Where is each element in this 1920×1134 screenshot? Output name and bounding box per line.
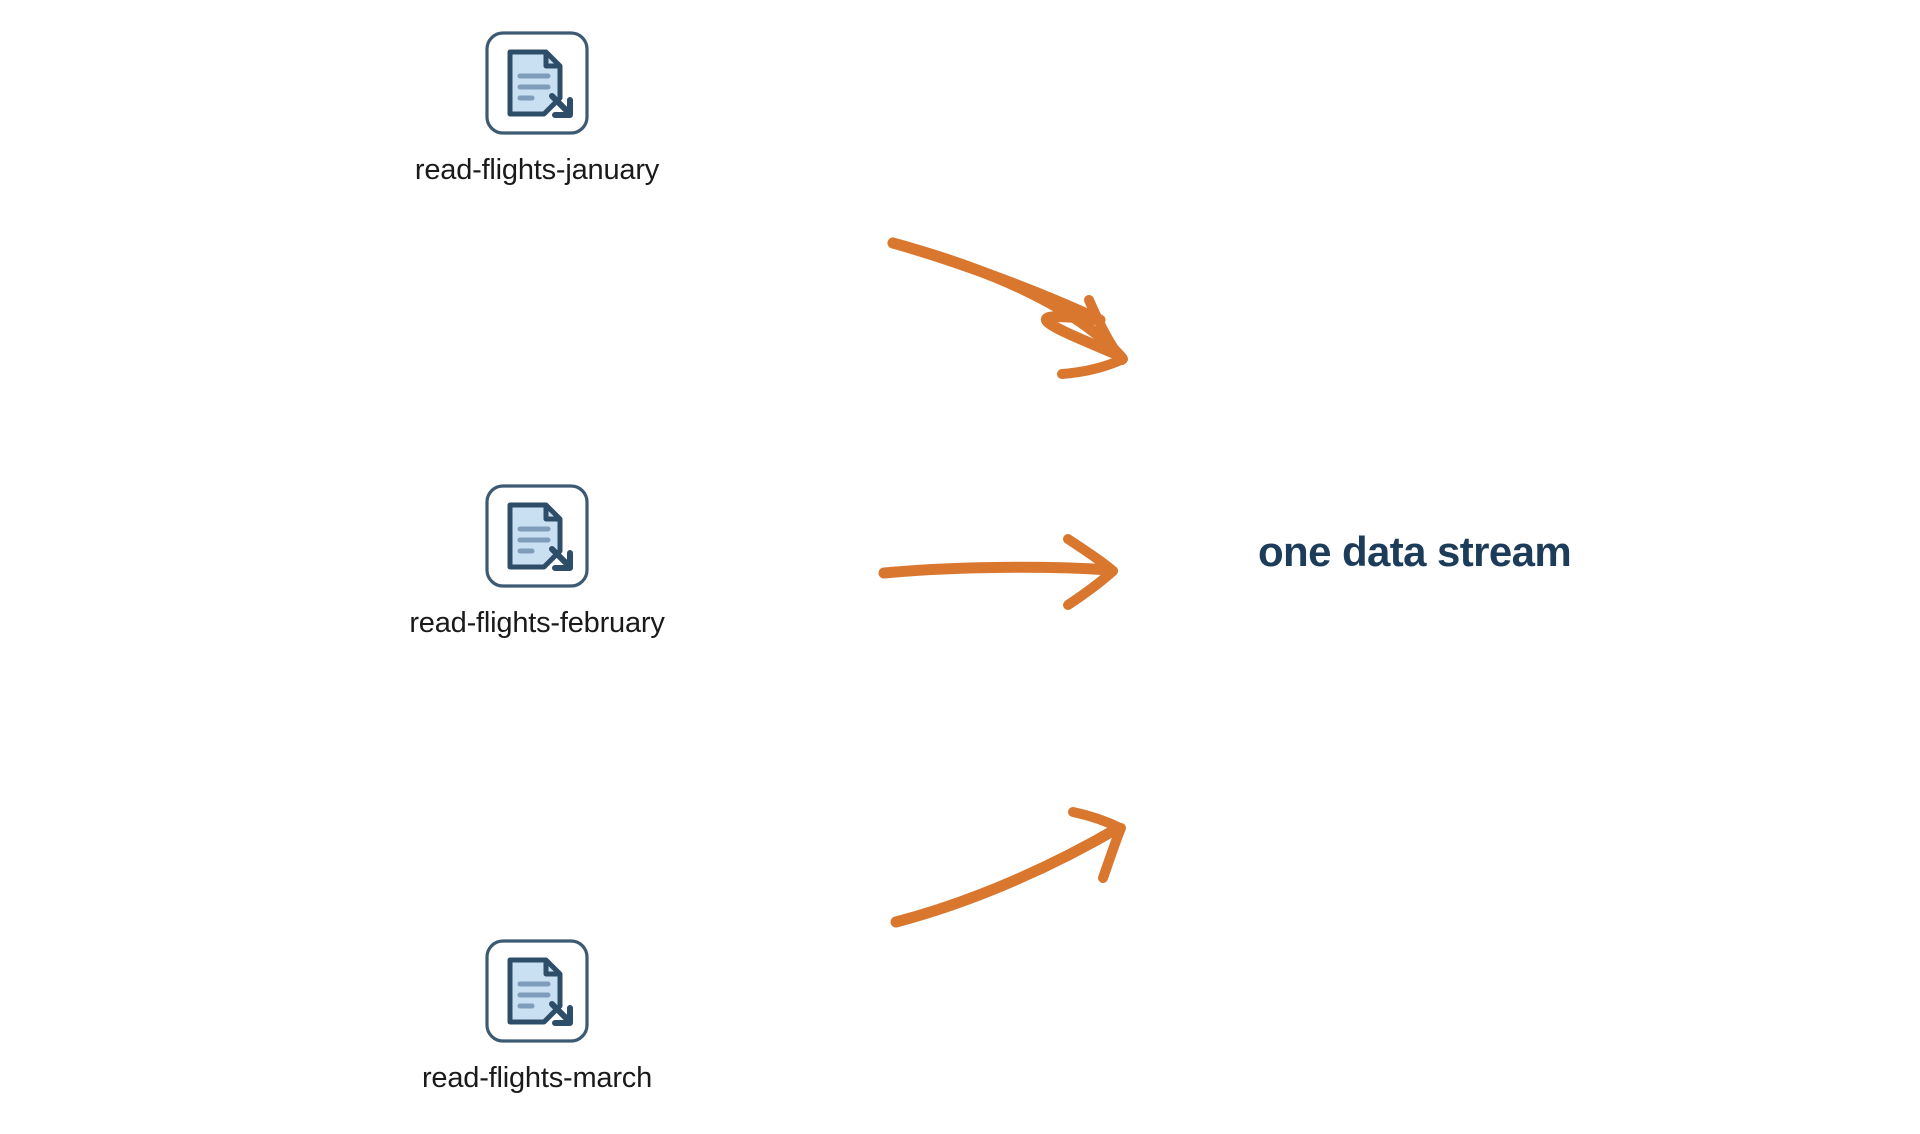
node-label: read-flights-march bbox=[421, 1062, 653, 1094]
arrow-from-february bbox=[878, 534, 1118, 610]
node-label: read-flights-january bbox=[414, 154, 660, 186]
arrow-from-march bbox=[890, 807, 1126, 928]
node-label: read-flights-february bbox=[409, 607, 665, 639]
node-read-flights-march[interactable]: read-flights-march bbox=[327, 938, 747, 1095]
node-read-flights-february[interactable]: read-flights-february bbox=[327, 483, 747, 640]
file-read-icon bbox=[485, 31, 589, 135]
one-data-stream-caption: one data stream bbox=[1258, 528, 1572, 575]
file-read-icon bbox=[485, 939, 589, 1043]
node-read-flights-january[interactable]: read-flights-january bbox=[327, 30, 747, 187]
arrow-from-january bbox=[887, 237, 1128, 379]
file-read-icon bbox=[485, 484, 589, 588]
